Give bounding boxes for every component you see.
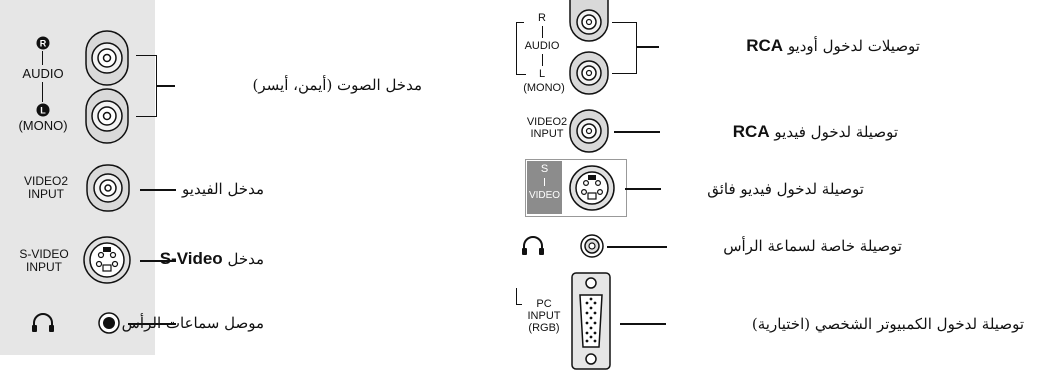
label-link-line — [542, 54, 543, 66]
svideo-callout-text: توصيلة لدخول فيديو فائق — [707, 180, 864, 198]
headphone-callout-text: توصيلة خاصة لسماعة الرأس — [723, 237, 902, 255]
mono-label: (MONO) — [523, 82, 565, 94]
rca-jack-icon — [569, 51, 609, 95]
video2-input-label: INPUT — [530, 128, 564, 140]
panel-guide-line — [516, 22, 524, 23]
rgb-label: (RGB) — [528, 322, 560, 334]
callout-line — [612, 22, 636, 23]
rca-jack-icon — [85, 88, 129, 144]
svideo-input-label: INPUT — [26, 260, 62, 274]
headphone-callout-text: موصل سماعات الرأس — [121, 314, 264, 332]
callout-line — [636, 22, 637, 74]
video2-input-label: INPUT — [28, 187, 64, 201]
svideo-callout-text: مدخل S-Video — [159, 249, 264, 268]
rca-jack-icon — [86, 164, 130, 212]
right-channel-badge: R — [36, 36, 50, 50]
svg-text:R: R — [40, 39, 47, 49]
label-link-line — [542, 26, 543, 38]
badge-link-line — [42, 82, 43, 102]
panel-guide-line — [516, 288, 517, 304]
l-label: L — [538, 68, 546, 80]
vga-port-icon — [571, 272, 611, 370]
pc-input-label: INPUT — [527, 310, 561, 322]
callout-line — [140, 260, 176, 262]
video-label: VIDEO — [528, 190, 561, 201]
r-label: R — [538, 12, 546, 24]
headphone-icon — [522, 236, 544, 255]
rca-jack-icon — [569, 0, 609, 42]
video-rca-callout-text: توصيلة لدخول فيديو RCA — [732, 122, 898, 141]
rca-jack-icon — [85, 30, 129, 86]
callout-line — [625, 188, 661, 190]
callout-line — [140, 189, 176, 191]
headphone-icon — [32, 313, 54, 332]
callout-line — [136, 55, 156, 56]
svideo-label-panel — [527, 161, 562, 214]
svideo-jack-icon — [569, 165, 615, 211]
callout-line — [128, 323, 176, 325]
left-channel-badge: L — [36, 103, 50, 117]
mini-jack-icon — [580, 234, 604, 258]
left-connector-panel — [0, 0, 155, 355]
callout-line — [637, 46, 659, 48]
svideo-label: S-VIDEO — [19, 247, 69, 261]
svideo-jack-icon — [83, 236, 131, 284]
video2-label: VIDEO2 — [23, 174, 68, 188]
callout-line — [157, 85, 175, 87]
s-label: S — [540, 163, 549, 175]
audio-label: AUDIO — [22, 66, 64, 81]
audio-callout-text: مدخل الصوت (أيمن، أيسر) — [252, 76, 422, 94]
callout-line — [612, 73, 637, 74]
mini-jack-icon — [98, 312, 120, 334]
pc-label: PC — [536, 298, 552, 310]
callout-line — [136, 116, 157, 117]
video-callout-text: مدخل الفيديو — [182, 180, 264, 198]
rca-jack-icon — [569, 109, 609, 153]
callout-line — [607, 246, 667, 248]
callout-line — [620, 323, 666, 325]
badge-link-line — [42, 51, 43, 65]
audio-rca-callout-text: توصيلات لدخول أوديو RCA — [746, 36, 920, 55]
panel-guide-line — [516, 304, 522, 305]
callout-line — [156, 55, 157, 117]
audio-label: AUDIO — [524, 40, 560, 52]
mono-label: (MONO) — [18, 118, 68, 133]
video2-label: VIDEO2 — [526, 116, 568, 128]
svg-text:L: L — [40, 106, 46, 116]
panel-guide-line — [516, 22, 517, 74]
callout-line — [614, 131, 660, 133]
label-link-line — [544, 178, 545, 186]
pc-callout-text: توصيلة لدخول الكمبيوتر الشخصي (اختيارية) — [751, 315, 1024, 333]
panel-guide-line — [516, 74, 526, 75]
